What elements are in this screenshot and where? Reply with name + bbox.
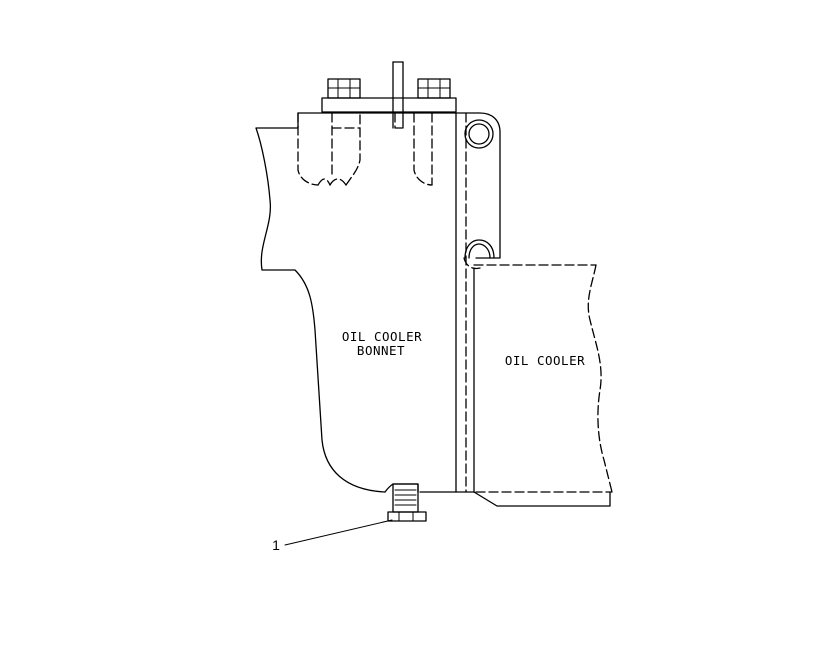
center-stud [392, 61, 404, 129]
oil-cooler-label: OIL COOLER [505, 353, 585, 368]
oil-cooler-body [473, 264, 613, 507]
upper-flange-bolt [464, 119, 494, 149]
bonnet-internal-passages [297, 112, 467, 493]
left-bolt-head [327, 78, 361, 99]
top-mounting-plate [321, 97, 457, 113]
lower-flange-bolt [463, 239, 495, 270]
bonnet-label-line1: OIL COOLER [342, 329, 422, 344]
bonnet-body [255, 112, 501, 493]
drain-plug [384, 483, 427, 522]
right-bolt-head [417, 78, 451, 99]
callout-number-1: 1 [272, 537, 280, 553]
callout-leader-line [284, 519, 393, 546]
bonnet-label-line2: BONNET [357, 343, 405, 358]
